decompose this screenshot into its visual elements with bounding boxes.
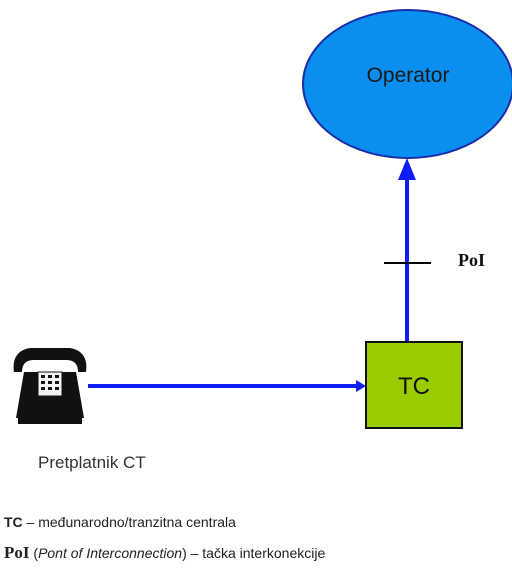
legend-italic-text: Pont of Interconnection [38, 545, 183, 561]
tc-label: TC [398, 373, 430, 400]
arrow-head-icon [398, 158, 416, 180]
legend-item-poi: PoI (Pont of Interconnection) – tačka in… [4, 543, 325, 563]
legend-abbr: TC [4, 514, 23, 530]
legend-item-tc: TC – međunarodno/tranzitna centrala [4, 514, 236, 530]
legend-text: – međunarodno/tranzitna centrala [22, 514, 236, 530]
poi-label: PoI [458, 250, 485, 270]
operator-node [302, 9, 512, 159]
legend-text: ) – tačka interkonekcije [182, 545, 326, 561]
subscriber-label: Pretplatnik CT [38, 453, 146, 472]
tc-node [365, 341, 463, 429]
legend-text: ( [29, 545, 39, 561]
telephone-icon [13, 348, 87, 424]
operator-label: Operator [366, 64, 450, 87]
arrow-right-icon [356, 380, 366, 392]
legend-abbr: PoI [4, 543, 30, 562]
